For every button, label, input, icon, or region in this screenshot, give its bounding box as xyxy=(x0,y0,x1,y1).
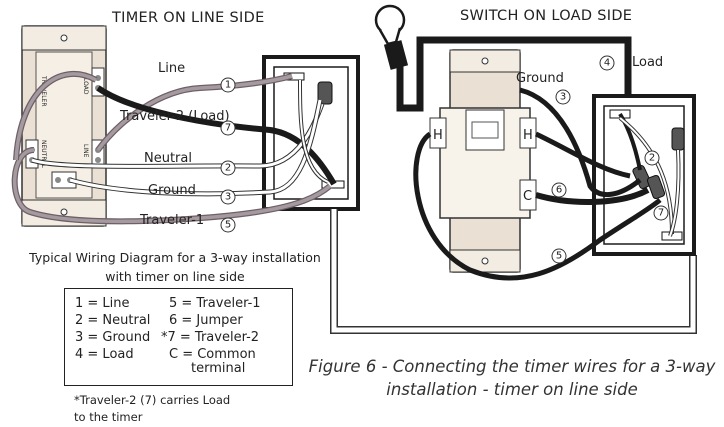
figure-caption-line-2: installation - timer on line side xyxy=(386,380,638,399)
legend-item: 1 = Line xyxy=(75,296,130,311)
svg-text:3: 3 xyxy=(225,192,231,203)
figure-caption: Figure 6 - Connecting the timer wires fo… xyxy=(300,355,724,401)
legend-column-2: 5 = Traveler-1 6 = Jumper *7 = Traveler-… xyxy=(161,295,261,377)
callout-1: 1 xyxy=(220,77,236,93)
callout-2: 2 xyxy=(220,160,236,176)
wire-nut-right-3 xyxy=(646,174,666,200)
svg-text:7: 7 xyxy=(658,208,664,219)
legend-item: C = Common xyxy=(169,347,256,362)
label-ground-left: Ground xyxy=(148,183,196,198)
terminal-label-line: LINE xyxy=(82,144,89,158)
terminal-label-neutral: NEUTRAL xyxy=(40,140,47,168)
wire-nut-left xyxy=(317,81,333,105)
label-neutral: Neutral xyxy=(144,151,192,166)
wire-nut-right-1 xyxy=(671,127,685,151)
svg-text:7: 7 xyxy=(225,123,231,134)
callout-right-3: 3 xyxy=(555,89,571,105)
legend-item: 6 = Jumper xyxy=(169,313,243,328)
wire-ground-right xyxy=(519,87,642,197)
svg-text:2: 2 xyxy=(649,153,655,164)
legend-item: 2 = Neutral xyxy=(75,313,151,328)
wire-traveler-2 xyxy=(96,85,337,186)
callout-right-6: 6 xyxy=(551,182,567,198)
wire-jumper xyxy=(535,187,650,205)
switch-terminal-h-right: H xyxy=(523,128,533,143)
svg-text:4: 4 xyxy=(604,58,610,69)
wire-traveler-left-h xyxy=(413,131,662,281)
callout-7: 7 xyxy=(220,120,236,136)
label-line: Line xyxy=(158,61,185,76)
legend-box: 1 = Line 2 = Neutral 3 = Ground 4 = Load… xyxy=(64,288,293,386)
legend-item: terminal xyxy=(191,361,246,376)
switch-device: H H C xyxy=(429,49,537,273)
figure-caption-line-1: Figure 6 - Connecting the timer wires fo… xyxy=(308,357,716,376)
svg-text:3: 3 xyxy=(560,92,566,103)
legend-item: 5 = Traveler-1 xyxy=(169,296,261,311)
label-traveler-1: Traveler-1 xyxy=(139,213,204,228)
left-title: TIMER ON LINE SIDE xyxy=(111,10,265,26)
legend-item: *7 = Traveler-2 xyxy=(161,330,260,345)
timer-device: TRAVELER LOAD NEUTRAL LINE xyxy=(21,25,107,227)
svg-text:2: 2 xyxy=(225,163,231,174)
svg-text:1: 1 xyxy=(225,80,231,91)
label-load: Load xyxy=(632,55,663,70)
legend-item: 3 = Ground xyxy=(75,330,151,345)
switch-terminal-common: C xyxy=(523,189,532,204)
legend-column-1: 1 = Line 2 = Neutral 3 = Ground 4 = Load xyxy=(75,295,150,363)
footnote-line-1: *Traveler-2 (7) carries Load xyxy=(74,393,231,407)
terminal-label-load: LOAD xyxy=(82,78,89,95)
callout-3: 3 xyxy=(220,189,236,205)
footnote: *Traveler-2 (7) carries Load to the time… xyxy=(74,392,230,426)
light-bulb-icon xyxy=(374,4,409,70)
diagram-caption: Typical Wiring Diagram for a 3-way insta… xyxy=(0,248,350,286)
label-ground-right: Ground xyxy=(516,71,564,86)
caption-line-1: Typical Wiring Diagram for a 3-way insta… xyxy=(29,250,321,265)
callout-right-5: 5 xyxy=(551,248,567,264)
right-title: SWITCH ON LOAD SIDE xyxy=(460,8,632,24)
legend-item: 4 = Load xyxy=(75,347,134,362)
callout-right-7: 7 xyxy=(653,205,669,221)
svg-text:5: 5 xyxy=(556,251,562,262)
label-traveler-2: Traveler-2 (Load) xyxy=(119,109,230,124)
footnote-line-2: to the timer xyxy=(74,410,143,424)
callout-right-4: 4 xyxy=(599,55,615,71)
callout-right-2: 2 xyxy=(644,150,660,166)
svg-text:6: 6 xyxy=(556,185,562,196)
callout-5: 5 xyxy=(220,217,236,233)
svg-text:5: 5 xyxy=(225,220,231,231)
switch-terminal-h-left: H xyxy=(433,128,443,143)
caption-line-2: with timer on line side xyxy=(105,269,245,284)
